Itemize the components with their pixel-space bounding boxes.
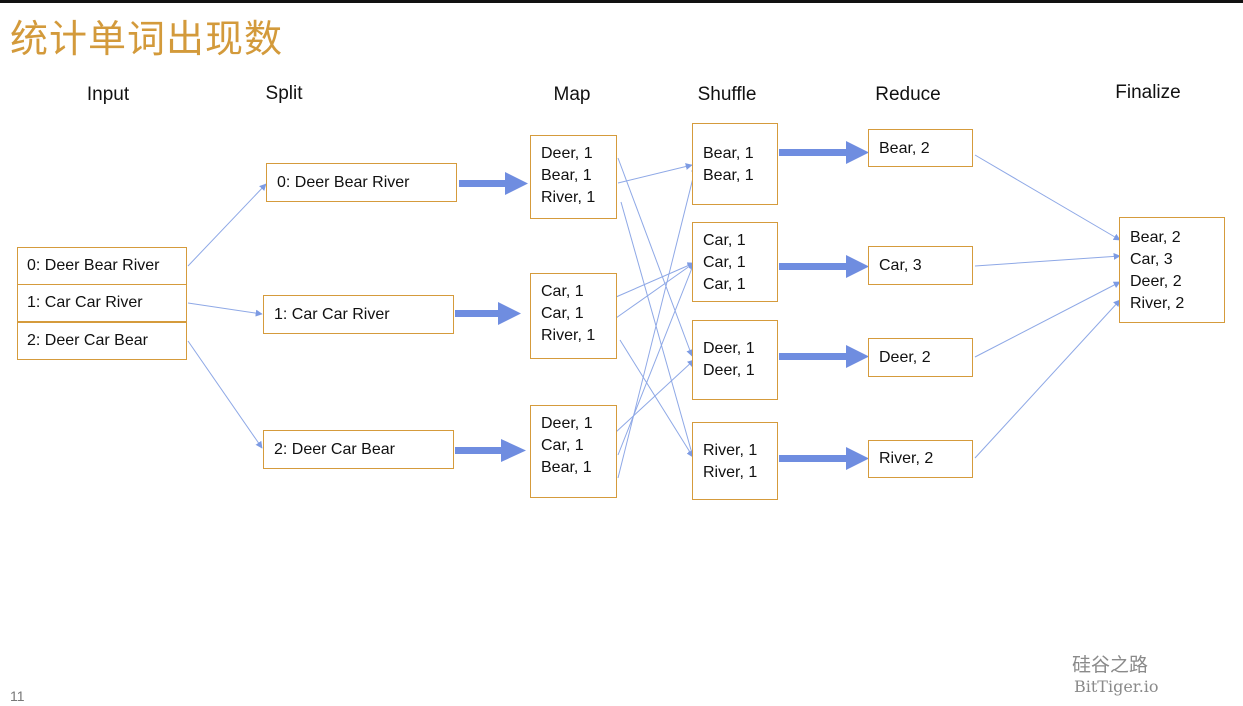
edge-map2-bear: [617, 165, 698, 479]
edge-map0-deer: [617, 157, 694, 357]
map-box-0: Deer, 1 Bear, 1 River, 1: [530, 135, 617, 219]
edge-map1-river: [619, 339, 694, 458]
map-box-2: Deer, 1 Car, 1 Bear, 1: [530, 405, 617, 498]
reduce-label-0: Bear, 2: [879, 140, 930, 157]
slide-title: 统计单词出现数: [10, 17, 284, 61]
page-number: 11: [10, 688, 25, 704]
header-finalize: Finalize: [1115, 82, 1181, 103]
edge-reduce0-final: [974, 154, 1121, 241]
reduce-label-3: River, 2: [879, 450, 934, 467]
top-border-bar: [0, 0, 1243, 3]
shuffle-1-item-2: Car, 1: [703, 276, 746, 293]
map-1-item-0: Car, 1: [541, 283, 584, 300]
thick-arrow-shuffle3-reduce3: [779, 447, 869, 470]
thick-arrow-shuffle0-reduce0: [779, 141, 869, 164]
map-2-item-1: Car, 1: [541, 437, 584, 454]
reduce-box-0: Bear, 2: [868, 129, 973, 167]
reduce-label-2: Deer, 2: [879, 348, 931, 366]
finalize-item-1: Car, 3: [1130, 251, 1173, 268]
reduce-label-1: Car, 3: [879, 256, 922, 274]
shuffle-box-0: Bear, 1 Bear, 1: [692, 123, 778, 205]
shuffle-box-3: River, 1 River, 1: [692, 422, 778, 500]
edge-map0-bear: [617, 163, 693, 184]
map-1-item-2: River, 1: [541, 327, 596, 344]
thick-arrow-shuffle1-reduce1: [779, 255, 869, 278]
edge-input2-split2: [187, 340, 263, 449]
split-label-0: 0: Deer Bear River: [277, 173, 410, 191]
input-row-2: 2: Deer Car Bear: [17, 322, 187, 360]
finalize-item-3: River, 2: [1130, 295, 1185, 312]
edge-map1-car-a: [615, 262, 695, 298]
input-row-1: 1: Car Car River: [17, 284, 187, 322]
map-0-item-0: Deer, 1: [541, 145, 593, 162]
header-map: Map: [553, 84, 591, 105]
thick-arrow-shuffle2-reduce2: [779, 345, 869, 368]
thick-arrow-split2-map2: [455, 439, 526, 462]
shuffle-0-item-0: Bear, 1: [703, 145, 754, 162]
shuffle-3-item-1: River, 1: [703, 464, 758, 481]
map-2-item-2: Bear, 1: [541, 459, 592, 476]
reduce-box-3: River, 2: [868, 440, 973, 478]
header-reduce: Reduce: [875, 84, 941, 105]
input-row-0: 0: Deer Bear River: [17, 247, 187, 285]
split-box-1: 1: Car Car River: [263, 295, 454, 334]
header-shuffle: Shuffle: [697, 84, 757, 105]
shuffle-1-item-0: Car, 1: [703, 232, 746, 249]
finalize-box: Bear, 2 Car, 3 Deer, 2 River, 2: [1119, 217, 1225, 323]
map-0-item-1: Bear, 1: [541, 167, 592, 184]
reduce-box-2: Deer, 2: [868, 338, 973, 377]
reduce-box-1: Car, 3: [868, 246, 973, 285]
edge-reduce2-final: [974, 281, 1121, 358]
thick-arrow-split1-map1: [455, 302, 521, 325]
map-box-1: Car, 1 Car, 1 River, 1: [530, 273, 617, 359]
shuffle-box-1: Car, 1 Car, 1 Car, 1: [692, 222, 778, 302]
map-0-item-2: River, 1: [541, 189, 596, 206]
map-1-item-1: Car, 1: [541, 305, 584, 322]
edge-input0-split0: [187, 183, 267, 267]
split-box-2: 2: Deer Car Bear: [263, 430, 454, 469]
split-label-1: 1: Car Car River: [274, 305, 390, 323]
edge-map2-car: [617, 262, 695, 456]
edge-map2-deer: [615, 359, 695, 433]
header-input: Input: [86, 84, 130, 105]
header-split: Split: [265, 83, 303, 104]
finalize-item-0: Bear, 2: [1130, 229, 1181, 246]
map-2-item-0: Deer, 1: [541, 415, 593, 432]
edge-map0-river: [620, 201, 695, 458]
finalize-item-2: Deer, 2: [1130, 273, 1182, 290]
shuffle-2-item-0: Deer, 1: [703, 340, 755, 357]
edge-reduce1-final: [974, 252, 1121, 267]
split-box-0: 0: Deer Bear River: [266, 163, 457, 202]
shuffle-1-item-1: Car, 1: [703, 254, 746, 271]
thick-arrow-split0-map0: [459, 172, 528, 195]
logo-english-text: BitTiger.io: [1074, 677, 1159, 696]
edge-reduce3-final: [974, 299, 1121, 459]
shuffle-3-item-0: River, 1: [703, 442, 758, 459]
logo-chinese-text: 硅谷之路: [1072, 654, 1149, 676]
edge-input1-split1: [187, 302, 263, 317]
shuffle-2-item-1: Deer, 1: [703, 362, 755, 379]
shuffle-0-item-1: Bear, 1: [703, 167, 754, 184]
edge-map1-car-b: [615, 262, 695, 319]
split-label-2: 2: Deer Car Bear: [274, 440, 395, 458]
shuffle-box-2: Deer, 1 Deer, 1: [692, 320, 778, 400]
